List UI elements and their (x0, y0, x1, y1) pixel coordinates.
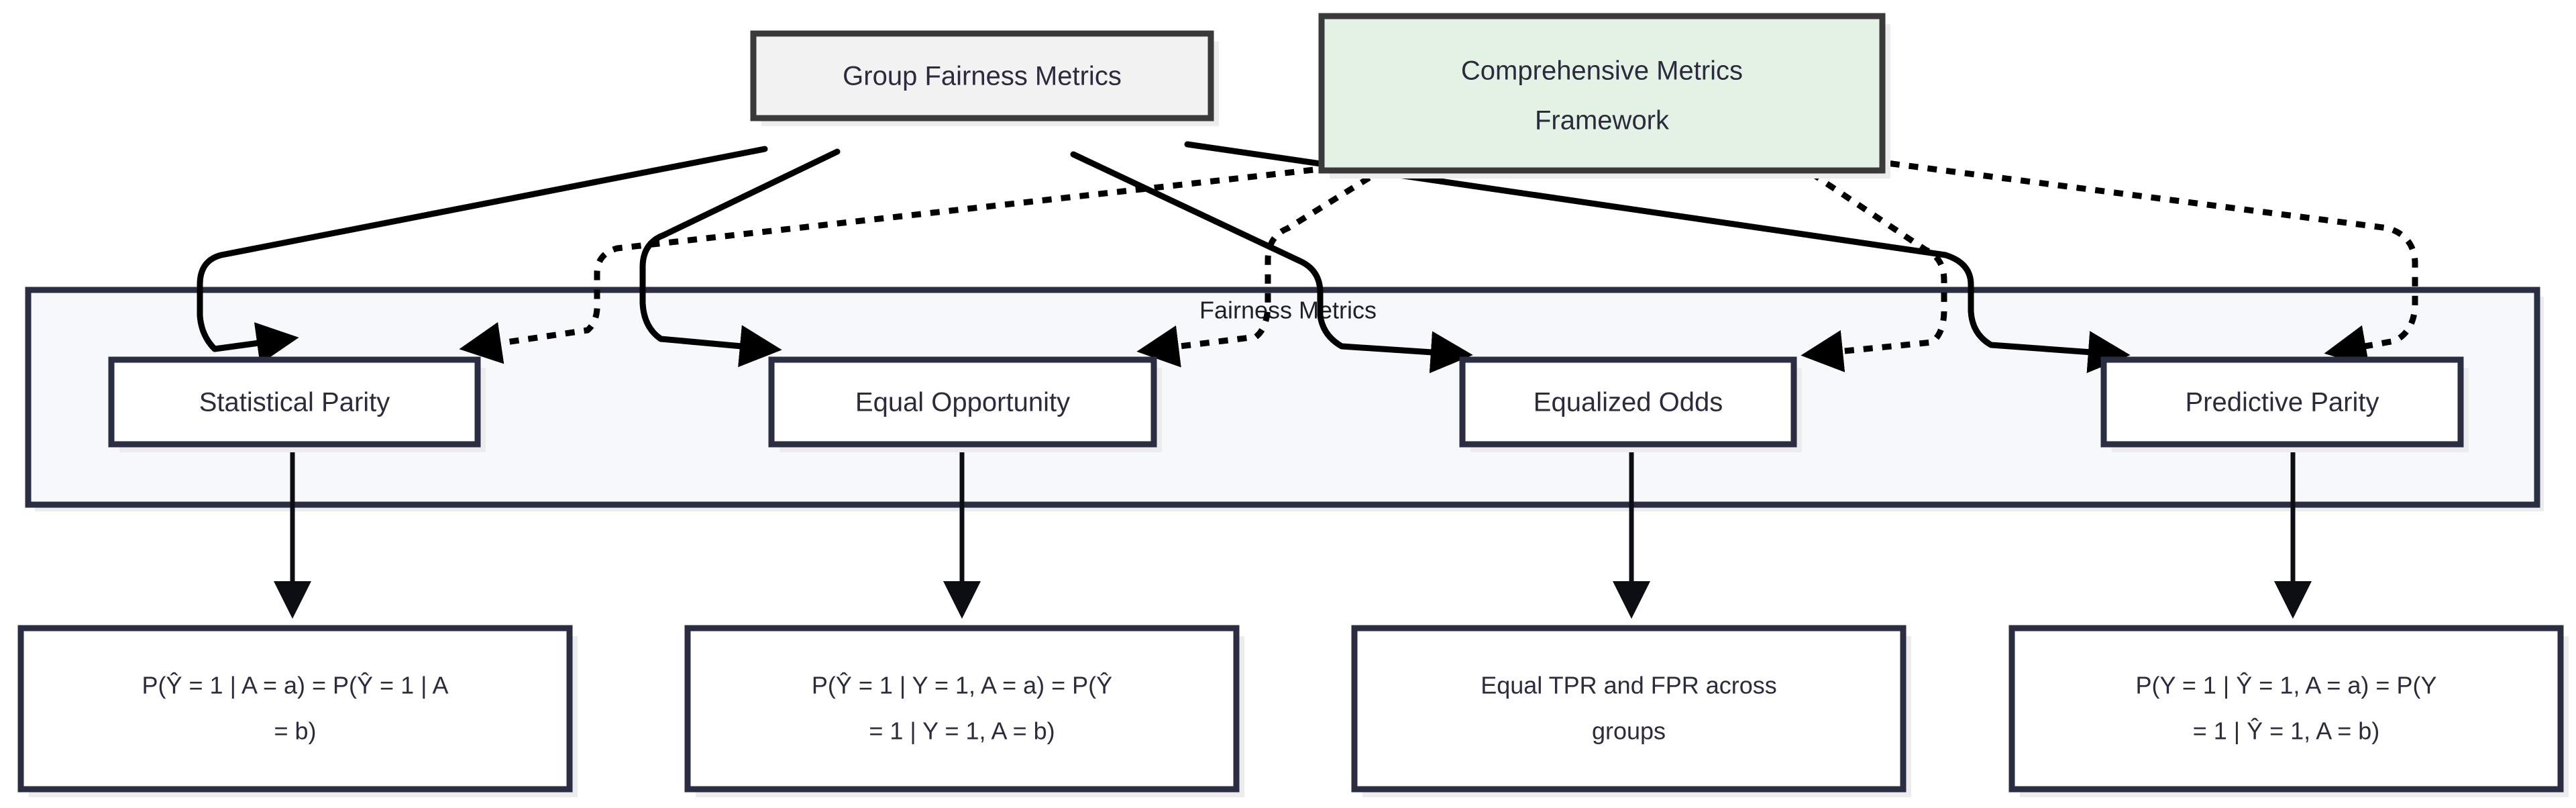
predictive-parity-formula-line1: P(Y = 1 | Ŷ = 1, A = a) = P(Y (2136, 672, 2437, 699)
edge-gfm-to-equalized-odds (1070, 151, 1473, 374)
node-statistical-parity-formula[interactable]: P(Ŷ = 1 | A = a) = P(Ŷ = 1 | A = b) (17, 625, 578, 797)
edges-metric-to-formula (274, 450, 2312, 619)
comprehensive-metrics-framework-label-line1: Comprehensive Metrics (1461, 56, 1743, 86)
edge-cmf-to-equalized-odds (1801, 170, 1947, 372)
group-fairness-metrics-box[interactable] (750, 30, 1214, 121)
comprehensive-metrics-framework-label-line2: Framework (1535, 106, 1670, 136)
equal-opportunity-formula-line1: P(Ŷ = 1 | Y = 1, A = a) = P(Ŷ (812, 672, 1112, 699)
equalized-odds-box[interactable] (1459, 356, 1797, 448)
edges-group-fairness (197, 141, 2131, 374)
cluster-title: Fairness Metrics (1199, 297, 1377, 324)
equal-opportunity-formula-box[interactable] (684, 625, 1240, 793)
node-equalized-odds[interactable]: Equalized Odds (1459, 356, 1802, 452)
equalized-odds-formula-box[interactable] (1351, 625, 1907, 793)
node-equalized-odds-formula[interactable]: Equal TPR and FPR across groups (1351, 625, 1911, 797)
node-comprehensive-metrics-framework[interactable]: Comprehensive Metrics Framework (1318, 13, 1890, 179)
edge-gfm-to-statistical-parity (197, 146, 768, 364)
predictive-parity-box[interactable] (2100, 356, 2464, 448)
edge-cmf-to-equal-opportunity (1136, 165, 1387, 368)
edges-comprehensive-framework (459, 158, 2418, 372)
equal-opportunity-box[interactable] (768, 356, 1157, 448)
predictive-parity-formula-line2: = 1 | Ŷ = 1, A = b) (2193, 717, 2380, 745)
node-group-fairness-metrics[interactable]: Group Fairness Metrics (750, 30, 1219, 126)
node-predictive-parity[interactable]: Predictive Parity (2100, 356, 2469, 452)
node-statistical-parity[interactable]: Statistical Parity (108, 356, 486, 452)
edge-gfm-to-equal-opportunity (639, 148, 841, 368)
node-predictive-parity-formula[interactable]: P(Y = 1 | Ŷ = 1, A = a) = P(Y = 1 | Ŷ = … (2008, 625, 2569, 797)
equal-opportunity-label: Equal Opportunity (855, 388, 1070, 417)
node-equal-opportunity[interactable]: Equal Opportunity (768, 356, 1162, 452)
equalized-odds-label: Equalized Odds (1534, 388, 1723, 417)
comprehensive-metrics-framework-box[interactable] (1318, 13, 1886, 174)
statistical-parity-formula-line2: = b) (274, 717, 316, 745)
node-equal-opportunity-formula[interactable]: P(Ŷ = 1 | Y = 1, A = a) = P(Ŷ = 1 | Y = … (684, 625, 1244, 797)
equalized-odds-formula-line2: groups (1592, 717, 1666, 745)
predictive-parity-label: Predictive Parity (2186, 388, 2379, 417)
group-fairness-metrics-label: Group Fairness Metrics (843, 62, 1122, 91)
edge-gfm-to-predictive-parity (1184, 141, 2131, 373)
statistical-parity-box[interactable] (108, 356, 481, 448)
equalized-odds-formula-line1: Equal TPR and FPR across (1481, 672, 1777, 699)
edge-cmf-to-predictive-parity (1871, 158, 2418, 367)
statistical-parity-formula-box[interactable] (17, 625, 573, 793)
predictive-parity-formula-box[interactable] (2008, 625, 2564, 793)
equal-opportunity-formula-line2: = 1 | Y = 1, A = b) (869, 717, 1055, 745)
statistical-parity-formula-line1: P(Ŷ = 1 | A = a) = P(Ŷ = 1 | A (142, 672, 449, 699)
statistical-parity-label: Statistical Parity (199, 388, 390, 417)
